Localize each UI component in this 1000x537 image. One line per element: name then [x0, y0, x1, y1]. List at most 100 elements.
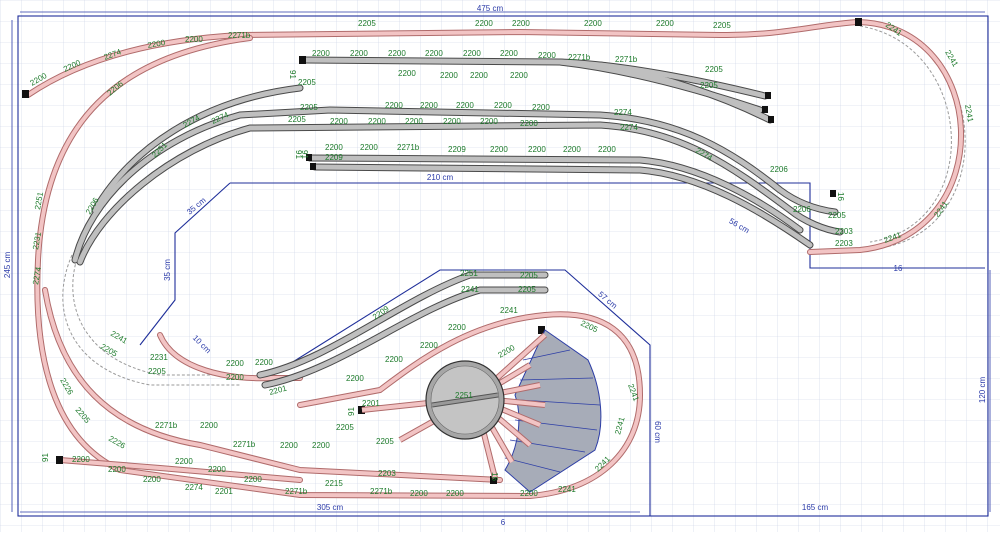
- label-2241: 2241: [500, 306, 518, 315]
- label-2200: 2200: [563, 145, 581, 154]
- label-2241: 2241: [461, 285, 479, 294]
- dim-small-right: 16: [894, 264, 903, 273]
- label-2200: 2200: [512, 19, 530, 28]
- label-2205: 2205: [358, 19, 376, 28]
- label-2271b: 2271b: [370, 487, 393, 496]
- label-2200: 2200: [520, 489, 538, 498]
- label-2205: 2205: [148, 367, 166, 376]
- label-2274: 2274: [31, 266, 43, 286]
- dim-bottom-right: 165 cm: [802, 503, 829, 512]
- label-2200: 2200: [280, 441, 298, 450]
- label-2271b: 2271b: [233, 440, 256, 449]
- label-2274: 2274: [614, 108, 632, 117]
- label-2200: 2200: [208, 465, 226, 474]
- label-2200: 2200: [440, 71, 458, 80]
- label-2200: 2200: [420, 101, 438, 110]
- mainline-track: [25, 18, 964, 500]
- label-2200: 2200: [325, 143, 343, 152]
- station-tracks: [71, 56, 844, 389]
- label-2205: 2205: [336, 423, 354, 432]
- label-2200: 2200: [500, 49, 518, 58]
- label-2200: 2200: [528, 145, 546, 154]
- label-2200: 2200: [598, 145, 616, 154]
- label-2200: 2200: [385, 355, 403, 364]
- label-2200: 2200: [443, 117, 461, 126]
- label-2200: 2200: [368, 117, 386, 126]
- dimension-lines: [11, 11, 991, 513]
- label-91: 91: [41, 453, 50, 462]
- dim-left: 245 cm: [3, 252, 12, 279]
- label-2271b: 2271b: [397, 143, 420, 152]
- label-2200: 2200: [226, 373, 244, 382]
- label-2231: 2231: [150, 353, 168, 362]
- label-2200: 2200: [420, 341, 438, 350]
- label-2200: 2200: [226, 359, 244, 368]
- turntable: [425, 360, 505, 440]
- label-2205: 2205: [700, 81, 718, 90]
- label-2200: 2200: [410, 489, 428, 498]
- label-2274: 2274: [620, 123, 638, 132]
- dim-right: 120 cm: [978, 377, 987, 404]
- label-2209: 2209: [325, 153, 343, 162]
- label-2200: 2200: [494, 101, 512, 110]
- label-2200: 2200: [346, 374, 364, 383]
- label-91: 91: [347, 407, 356, 416]
- label-91: 91: [294, 150, 303, 159]
- label-2271b: 2271b: [615, 55, 638, 64]
- label-2200: 2200: [532, 103, 550, 112]
- label-2200: 2200: [360, 143, 378, 152]
- label-2271b: 2271b: [228, 31, 251, 40]
- label-2200: 2200: [463, 49, 481, 58]
- label-2200: 2200: [312, 49, 330, 58]
- label-2200: 2200: [385, 101, 403, 110]
- label-2201: 2201: [215, 487, 233, 496]
- label-2200: 2200: [175, 457, 193, 466]
- label-2200: 2200: [405, 117, 423, 126]
- label-2271b: 2271b: [155, 421, 178, 430]
- label-2205: 2205: [705, 65, 723, 74]
- dim-bottom-left: 305 cm: [317, 503, 344, 512]
- label-2271b: 2271b: [568, 53, 591, 62]
- label-2200: 2200: [480, 117, 498, 126]
- label-16: 16: [490, 472, 499, 481]
- dim-inner-left: 35 cm: [163, 259, 172, 281]
- label-91: 91: [300, 150, 309, 159]
- label-2205: 2205: [520, 271, 538, 280]
- label-2251: 2251: [455, 391, 473, 400]
- label-2203: 2203: [835, 227, 853, 236]
- label-2205: 2205: [288, 115, 306, 124]
- buffer-stops: [22, 18, 862, 484]
- label-2200: 2200: [244, 475, 262, 484]
- label-2200: 2200: [147, 38, 167, 50]
- dim-small-bottom: 6: [501, 518, 506, 527]
- label-2200: 2200: [584, 19, 602, 28]
- label-2200: 2200: [520, 119, 538, 128]
- label-2203: 2203: [378, 469, 396, 478]
- label-2205: 2205: [713, 21, 731, 30]
- label-2231: 2231: [31, 231, 43, 251]
- label-2200: 2200: [448, 323, 466, 332]
- label-2200: 2200: [398, 69, 416, 78]
- label-2200: 2200: [330, 117, 348, 126]
- label-2200: 2200: [143, 475, 161, 484]
- label-2205: 2205: [828, 211, 846, 220]
- label-2200: 2200: [470, 71, 488, 80]
- label-2203: 2203: [835, 239, 853, 248]
- label-2206: 2206: [793, 205, 811, 214]
- label-91: 91: [288, 70, 297, 79]
- label-2200: 2200: [185, 35, 203, 44]
- label-2205: 2205: [300, 103, 318, 112]
- label-2200: 2200: [538, 51, 556, 60]
- label-2200: 2200: [446, 489, 464, 498]
- label-2205: 2205: [518, 285, 536, 294]
- label-2200: 2200: [510, 71, 528, 80]
- label-2200: 2200: [388, 49, 406, 58]
- label-2271b: 2271b: [285, 487, 308, 496]
- dim-right-vertical: 60 cm: [653, 421, 662, 443]
- label-2215: 2215: [325, 479, 343, 488]
- baseboard-outline: [17, 15, 989, 517]
- dim-inner-top: 210 cm: [427, 173, 454, 182]
- label-2200: 2200: [475, 19, 493, 28]
- label-2251: 2251: [33, 191, 45, 211]
